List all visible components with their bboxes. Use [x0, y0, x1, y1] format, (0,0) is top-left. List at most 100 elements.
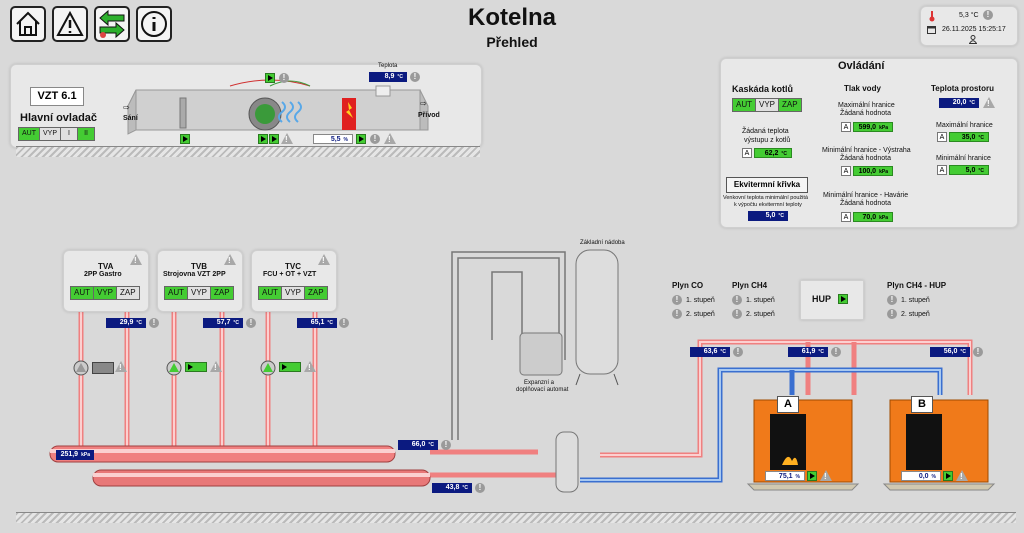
boiler-b-warning-icon[interactable] — [956, 470, 968, 481]
pressure-min-fault-mode[interactable]: A — [841, 212, 851, 222]
gas-ch4-hup-stage1-icon[interactable]: ! — [887, 295, 897, 305]
gas-ch4-hup-stage1: 1. stupeň — [901, 297, 930, 304]
circuit-tvc-pump-state[interactable] — [279, 362, 301, 372]
circuit-tvc-vyp[interactable]: VYP — [282, 287, 305, 299]
gas-co-title: Plyn CO — [672, 281, 704, 290]
circuit-tvc-aut[interactable]: AUT — [259, 287, 281, 299]
setpoint-value[interactable]: 62,2°C — [754, 148, 792, 158]
cascade-mode-aut[interactable]: AUT — [733, 99, 755, 111]
page-subtitle: Přehled — [486, 34, 538, 50]
setpoint-mode[interactable]: A — [742, 148, 752, 158]
room-temp-warning-icon[interactable] — [983, 97, 995, 108]
outside-note-1: Venkovní teplota minimální použitá — [723, 195, 808, 201]
vzt-mode-buttons: AUT VYP I II — [18, 127, 96, 141]
cascade-mode-vyp[interactable]: VYP — [756, 99, 779, 111]
outside-temp: 5,3 °C — [959, 12, 979, 19]
circuit-tva-temp-info-icon[interactable]: ! — [149, 318, 159, 328]
circuit-tvb-pump-icon[interactable] — [166, 360, 182, 376]
boiler-b-control[interactable] — [943, 471, 953, 481]
vzt-mode-1[interactable]: I — [61, 128, 78, 140]
vzt-mode-aut[interactable]: AUT — [19, 128, 39, 140]
header-supply-info-icon[interactable]: ! — [441, 440, 451, 450]
heater-warning-icon[interactable] — [384, 133, 396, 144]
user-icon[interactable] — [969, 35, 977, 44]
room-min-value[interactable]: 5,0°C — [949, 165, 989, 175]
vzt-temp-label: Teplota — [378, 63, 398, 69]
pressure-min-warn-label-1: Minimální hranice - Výstraha — [822, 147, 911, 154]
circuit-tvb-pump-state[interactable] — [185, 362, 207, 372]
room-min-mode[interactable]: A — [937, 165, 947, 175]
setpoint-label-2: výstupu z kotlů — [744, 137, 791, 144]
boiler-line-2-info-icon[interactable]: ! — [831, 347, 841, 357]
circuit-tva-warning-icon[interactable] — [130, 254, 142, 265]
circuit-tva-vyp[interactable]: VYP — [94, 287, 117, 299]
heater-control[interactable] — [356, 134, 366, 144]
temp-info-icon[interactable]: ! — [983, 10, 993, 20]
control-title: Ovládání — [838, 60, 885, 72]
cascade-mode-zap[interactable]: ZAP — [779, 99, 801, 111]
circuit-tvc-pump-icon[interactable] — [260, 360, 276, 376]
switch-button[interactable] — [94, 6, 130, 42]
damper-control[interactable] — [180, 134, 190, 144]
vzt-mode-2[interactable]: II — [78, 128, 95, 140]
fan-control[interactable] — [258, 134, 268, 144]
fan-speed[interactable] — [269, 134, 279, 144]
circuit-tva-pump-icon[interactable] — [73, 360, 89, 376]
gas-ch4-stage1-icon[interactable]: ! — [732, 295, 742, 305]
circuit-tva-aut[interactable]: AUT — [71, 287, 93, 299]
circuit-tvc-warning-icon[interactable] — [318, 254, 330, 265]
home-button[interactable] — [10, 6, 46, 42]
vzt-temp-info-icon[interactable]: ! — [410, 72, 420, 82]
gas-ch4-hup-stage2-icon[interactable]: ! — [887, 309, 897, 319]
boiler-line-1-info-icon[interactable]: ! — [733, 347, 743, 357]
boiler-a-warning-icon[interactable] — [820, 470, 832, 481]
hup-toggle[interactable] — [838, 294, 848, 304]
circuit-tvc-zap[interactable]: ZAP — [305, 287, 327, 299]
damper-value: 5,5% — [313, 134, 353, 144]
warning-icon — [56, 10, 84, 36]
circuit-tvb-temp-info-icon[interactable]: ! — [246, 318, 256, 328]
info-button[interactable] — [136, 6, 172, 42]
circuit-tvb-zap[interactable]: ZAP — [211, 287, 233, 299]
circuit-tvb-pump-warning-icon[interactable] — [210, 361, 222, 372]
header-return-temp: 43,8°C — [432, 483, 472, 493]
pressure-min-warn-mode[interactable]: A — [841, 166, 851, 176]
circuit-tvb-vyp[interactable]: VYP — [188, 287, 211, 299]
gas-co-stage2-icon[interactable]: ! — [672, 309, 682, 319]
vzt-mode-vyp[interactable]: VYP — [40, 128, 61, 140]
circuit-tvc-pump-warning-icon[interactable] — [304, 361, 316, 372]
circuit-tvb-desc: Strojovna VZT 2PP — [163, 271, 226, 278]
circuit-tvb-warning-icon[interactable] — [224, 254, 236, 265]
heating-curve-button[interactable]: Ekvitermní křivka — [726, 177, 808, 193]
circuit-tva-pump-state[interactable] — [92, 362, 114, 374]
room-min-label: Minimální hranice — [936, 155, 991, 162]
room-max-mode[interactable]: A — [937, 132, 947, 142]
circuit-tva-pump-warning-icon[interactable] — [115, 361, 127, 372]
vzt-main-label: Hlavní ovladač — [20, 112, 98, 124]
room-max-value[interactable]: 35,0°C — [949, 132, 989, 142]
gas-ch4-stage2-icon[interactable]: ! — [732, 309, 742, 319]
pressure-max-label-2: Žádaná hodnota — [840, 110, 891, 117]
heat-pump-info-icon[interactable]: ! — [279, 73, 289, 83]
boiler-a-control[interactable] — [807, 471, 817, 481]
header-return-info-icon[interactable]: ! — [475, 483, 485, 493]
pressure-max-mode[interactable]: A — [841, 122, 851, 132]
circuit-tva-zap[interactable]: ZAP — [117, 287, 139, 299]
heater-info-icon[interactable]: ! — [370, 134, 380, 144]
boiler-line-3: 56,0°C — [930, 347, 970, 357]
heat-pump-indicator[interactable] — [265, 73, 275, 83]
boiler-a-modulation: 75,1% — [765, 471, 805, 481]
circuit-tvc-temp-info-icon[interactable]: ! — [339, 318, 349, 328]
swap-arrows-icon — [99, 9, 125, 39]
boiler-line-3-info-icon[interactable]: ! — [973, 347, 983, 357]
gas-co-stage1-icon[interactable]: ! — [672, 295, 682, 305]
fan-warning-icon[interactable] — [281, 133, 293, 144]
alarms-button[interactable] — [52, 6, 88, 42]
gas-co-stage1: 1. stupeň — [686, 297, 715, 304]
circuit-tvb-aut[interactable]: AUT — [165, 287, 187, 299]
info-icon — [141, 11, 167, 37]
